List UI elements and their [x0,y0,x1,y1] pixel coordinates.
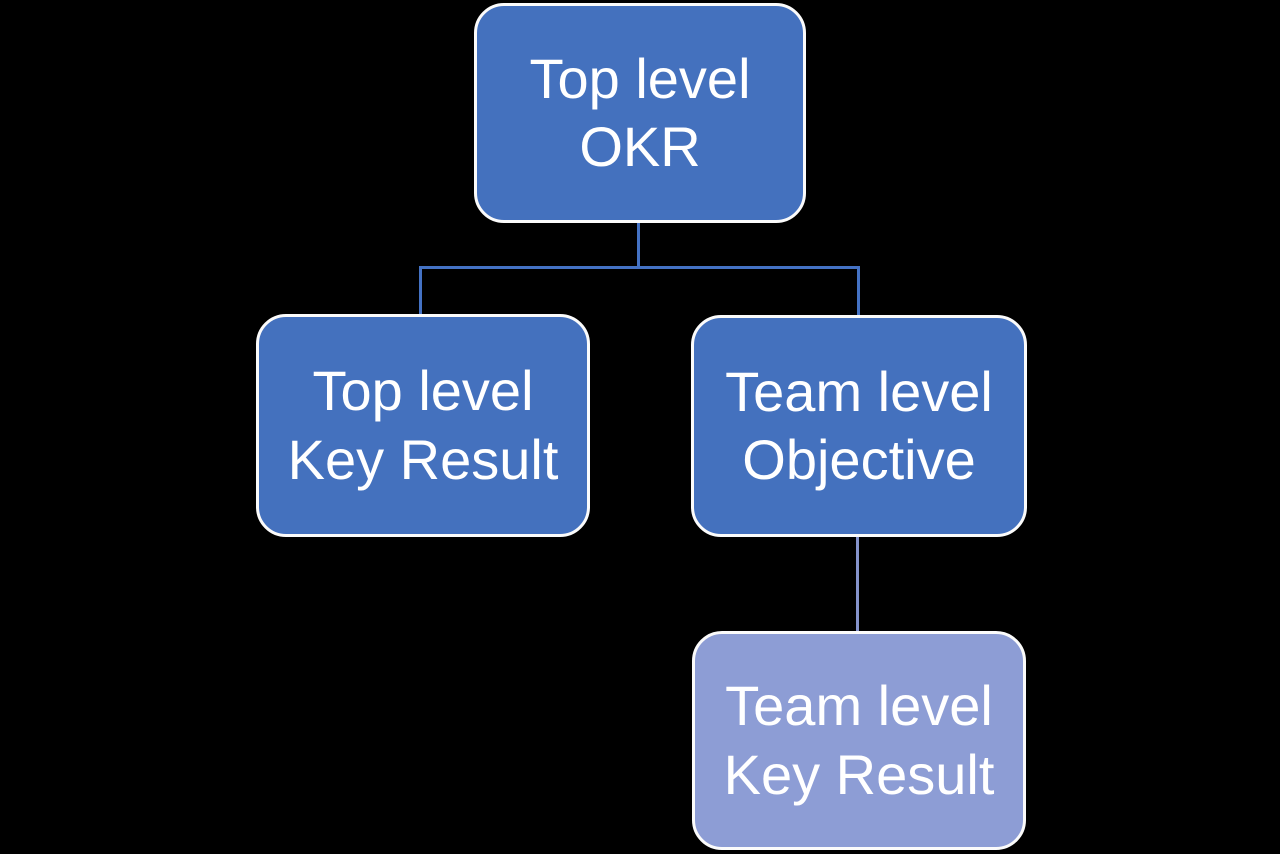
node-top-level-key-result: Top level Key Result [256,314,590,537]
node-label-line1: Team level [725,674,993,738]
node-top-level-okr: Top level OKR [474,3,806,223]
node-label-line1: Team level [725,359,993,423]
node-team-level-objective: Team level Objective [691,315,1027,537]
node-label-line1: Top level [529,46,751,110]
node-label-line2: OKR [579,115,701,178]
node-team-level-key-result: Team level Key Result [692,631,1026,850]
connector-topokr-stem [637,223,640,269]
node-label-line1: Top level [312,359,534,423]
connector-to-team-objective [857,266,860,315]
connector-to-top-key-result [419,266,422,314]
connector-horizontal-branch [419,266,860,269]
node-label-line2: Key Result [723,742,995,806]
node-label-line2: Objective [742,428,976,491]
node-label-line2: Key Result [287,427,559,491]
connector-to-team-key-result [856,537,859,631]
